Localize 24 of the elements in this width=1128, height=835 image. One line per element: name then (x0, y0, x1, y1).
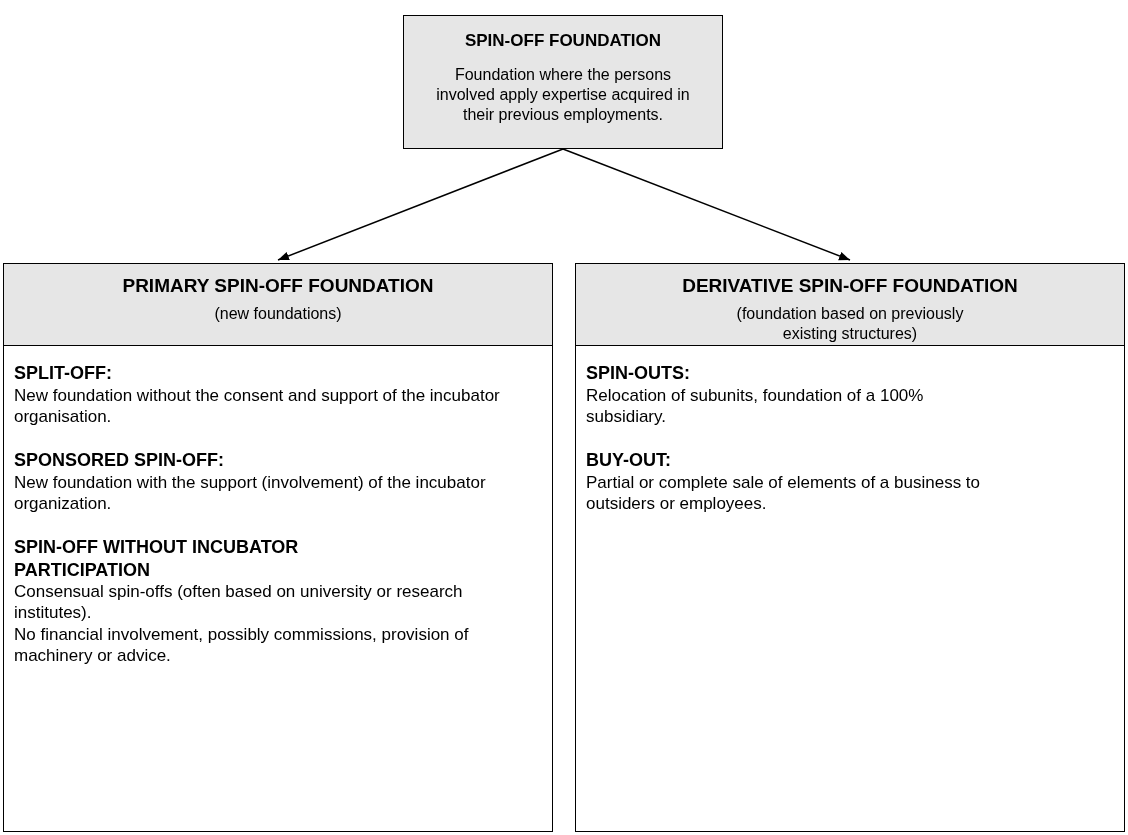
description-text: Partial or complete sale of elements of a business to outsiders or employees. (586, 471, 982, 514)
description-text: No financial involvement, possibly commissions, provision of machinery or advice. (14, 623, 470, 666)
section-heading: SPIN-OUTS: (586, 362, 691, 385)
content-box (575, 345, 1125, 832)
arrow (562, 148, 851, 261)
heading-box (575, 263, 1125, 346)
box-heading: SPIN-OFF FOUNDATION (463, 30, 663, 52)
section-heading: SPONSORED SPIN-OFF: (14, 449, 225, 472)
description-text: New foundation with the support (involvement) of the incubator organization. (14, 471, 487, 514)
content-box (3, 345, 553, 832)
subtitle-text: (foundation based on previously existing structures) (735, 303, 965, 344)
section-heading: SPIN-OFF WITHOUT INCUBATOR PARTICIPATION (14, 536, 300, 581)
heading-box (3, 263, 553, 346)
arrow (277, 148, 564, 261)
description-text: New foundation without the consent and support of the incubator organisation. (14, 384, 501, 427)
box-heading: PRIMARY SPIN-OFF FOUNDATION (121, 274, 435, 298)
subtitle-text: (new foundations) (213, 303, 343, 324)
section-heading: SPLIT-OFF: (14, 362, 113, 385)
description-text: Relocation of subunits, foundation of a 100% subsidiary. (586, 384, 925, 427)
heading-box (403, 15, 723, 149)
box-heading: DERIVATIVE SPIN-OFF FOUNDATION (681, 274, 1019, 298)
description-text: Foundation where the persons involved apply expertise acquired in their previous employments. (435, 65, 691, 126)
section-heading: BUY-OUT: (586, 449, 672, 472)
description-text: Consensual spin-offs (often based on university or research institutes). (14, 581, 464, 624)
